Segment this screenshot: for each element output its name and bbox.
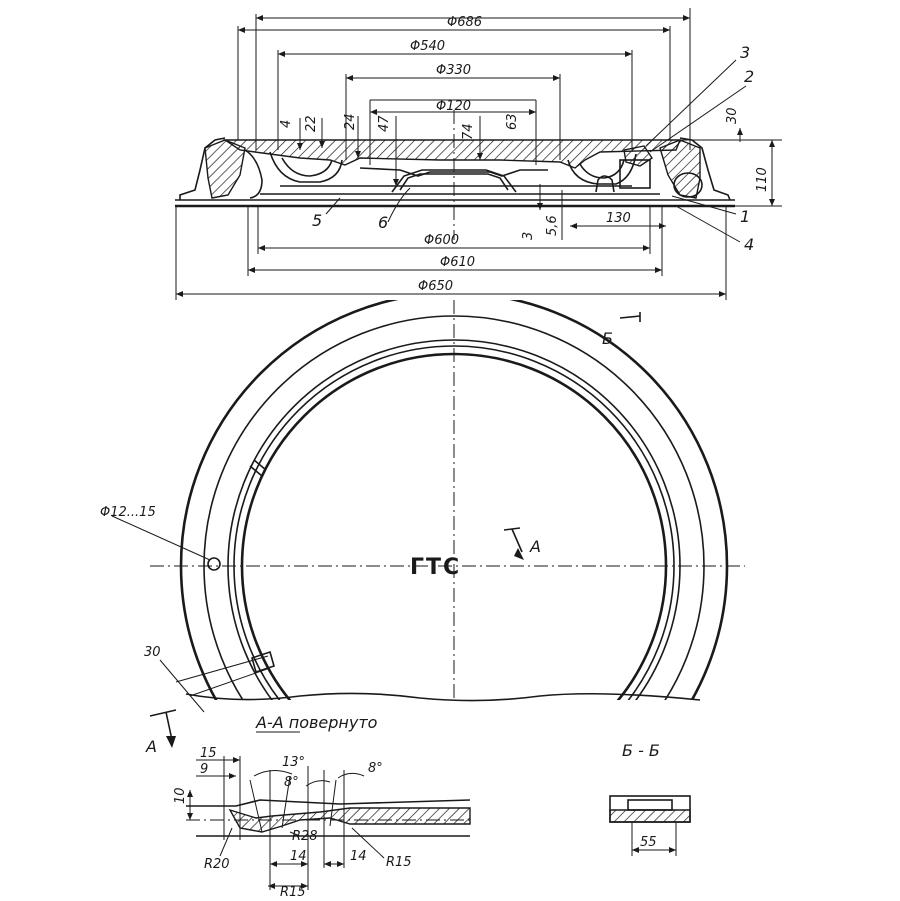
section-bb: Б - Б 55	[609, 741, 691, 856]
dim-130: 130	[606, 211, 631, 226]
aa-dim-8deg-right: 8°	[368, 761, 383, 776]
dim-d540: Φ540	[410, 39, 445, 54]
dim-24: 24	[343, 113, 358, 130]
dim-d330: Φ330	[436, 63, 471, 78]
section-b-mark: Б	[602, 329, 613, 348]
dim-d686: Φ686	[447, 15, 482, 30]
aa-dim-r15-right: R15	[386, 855, 412, 870]
dim-rib-30: 30	[144, 645, 161, 660]
part-label-5: 5	[312, 211, 322, 230]
dim-d650: Φ650	[418, 279, 453, 294]
section-aa: А-А повернуто 15 9 10 13° 8° 8° R	[173, 713, 471, 900]
plan-view: Φ12...15 30 ГТС А А Б	[100, 300, 745, 756]
dim-110: 110	[755, 167, 770, 192]
dim-hole: Φ12...15	[100, 505, 156, 520]
aa-dim-15: 15	[200, 746, 217, 761]
aa-dim-13deg: 13°	[282, 755, 305, 770]
dim-3: 3	[521, 232, 536, 240]
dim-d600: Φ600	[424, 233, 459, 248]
dim-4: 4	[279, 120, 294, 128]
section-a-mark-left: А	[145, 737, 157, 756]
dim-d610: Φ610	[440, 255, 475, 270]
part-label-4: 4	[744, 235, 754, 254]
dim-63: 63	[505, 113, 520, 130]
profile-section: Φ686 Φ540 Φ330 Φ120 Φ600 Φ610 Φ650 4 22 …	[175, 8, 782, 300]
section-aa-title: А-А повернуто	[255, 713, 378, 732]
dim-47: 47	[377, 115, 392, 132]
aa-dim-9: 9	[200, 762, 208, 777]
part-label-6: 6	[378, 213, 388, 232]
aa-dim-14-right: 14	[350, 849, 367, 864]
section-a-mark-center: А	[529, 537, 541, 556]
aa-dim-14-left: 14	[290, 849, 307, 864]
part-label-2: 2	[744, 67, 754, 86]
aa-dim-r15-left: R15	[280, 885, 306, 900]
dim-d120: Φ120	[436, 99, 471, 114]
dim-22: 22	[304, 115, 319, 132]
aa-dim-10: 10	[173, 787, 188, 804]
center-mark-text: ГТС	[410, 555, 461, 580]
dim-30: 30	[725, 107, 740, 124]
dimension-lines-top	[175, 8, 782, 300]
part-label-3: 3	[740, 43, 750, 62]
dim-5-6: 5,6	[545, 215, 560, 236]
section-bb-title: Б - Б	[622, 741, 660, 760]
aa-dim-r28: R28	[292, 829, 318, 844]
dim-74: 74	[461, 123, 476, 140]
bb-dim-55: 55	[640, 835, 657, 850]
part-label-1: 1	[740, 207, 750, 226]
aa-dim-8deg-left: 8°	[284, 775, 299, 790]
aa-dim-r20: R20	[204, 857, 230, 872]
